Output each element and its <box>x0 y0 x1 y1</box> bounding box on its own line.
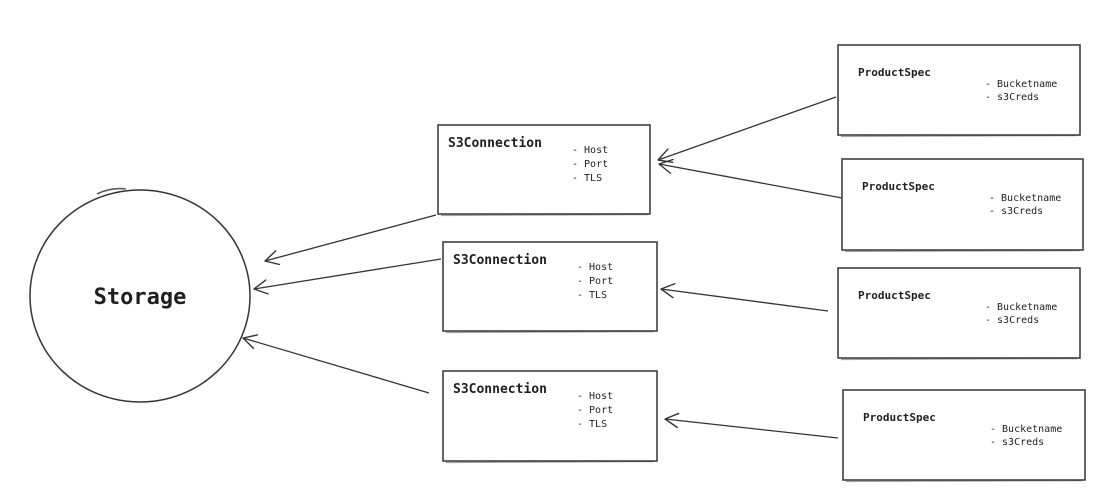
s3connection-1-field-tls: - TLS <box>572 173 602 184</box>
circle-sketch-tick <box>96 187 127 195</box>
s3connection-2-field-port: - Port <box>577 276 613 287</box>
arrow-productspec-4-to-s3connection-3 <box>664 412 839 439</box>
arrow-s3connection-2-to-storage <box>253 258 442 295</box>
productspec-3-box <box>837 267 1081 359</box>
s3connection-1-title: S3Connection <box>448 136 542 151</box>
s3connection-2-field-host: - Host <box>577 262 613 273</box>
storage-label: Storage <box>94 285 187 310</box>
s3connection-node-2: S3Connection - Host - Port - TLS <box>442 241 658 334</box>
productspec-2-sketch-line <box>844 250 1081 253</box>
productspec-node-3: ProductSpec - Bucketname - s3Creds <box>837 267 1081 361</box>
arrow-productspec-1-to-s3connection-1 <box>657 96 837 163</box>
s3connection-3-field-port: - Port <box>577 405 613 416</box>
s3connection-1-field-host: - Host <box>572 145 608 156</box>
s3connection-1-box <box>437 124 651 215</box>
productspec-1-sketch-line <box>840 135 1078 138</box>
productspec-node-2: ProductSpec - Bucketname - s3Creds <box>841 158 1084 253</box>
s3connection-3-field-host: - Host <box>577 391 613 402</box>
productspec-1-title: ProductSpec <box>858 66 931 79</box>
s3connection-3-field-tls: - TLS <box>577 419 607 430</box>
productspec-3-sketch-line <box>840 358 1078 361</box>
s3connection-node-3: S3Connection - Host - Port - TLS <box>442 370 658 464</box>
s3connection-1-sketch-line <box>440 214 649 217</box>
productspec-node-4: ProductSpec - Bucketname - s3Creds <box>842 389 1086 483</box>
s3connection-3-box <box>442 370 658 462</box>
productspec-4-field-bucketname: - Bucketname <box>990 424 1062 435</box>
s3connection-3-title: S3Connection <box>453 382 547 397</box>
arrow-productspec-3-to-s3connection-2 <box>660 283 829 312</box>
productspec-3-field-bucketname: - Bucketname <box>985 302 1057 313</box>
edges-s3-to-storage <box>242 214 442 394</box>
productspec-4-title: ProductSpec <box>863 411 936 424</box>
s3connection-2-field-tls: - TLS <box>577 290 607 301</box>
storage-circle <box>29 189 251 403</box>
productspec-3-field-s3creds: - s3Creds <box>985 315 1039 326</box>
arrow-productspec-2-to-s3connection-1 <box>658 158 843 199</box>
productspec-2-box <box>841 158 1084 251</box>
s3connection-2-box <box>442 241 658 332</box>
productspec-2-title: ProductSpec <box>862 180 935 193</box>
arrow-s3connection-3-to-storage <box>242 334 430 394</box>
arrow-s3connection-1-to-storage <box>264 214 437 266</box>
productspec-1-field-bucketname: - Bucketname <box>985 79 1057 90</box>
s3connection-3-sketch-line <box>445 461 655 464</box>
productspec-4-box <box>842 389 1086 481</box>
productspec-2-field-s3creds: - s3Creds <box>989 206 1043 217</box>
productspec-1-box <box>837 44 1081 136</box>
productspec-node-1: ProductSpec - Bucketname - s3Creds <box>837 44 1081 138</box>
s3connection-1-field-port: - Port <box>572 159 608 170</box>
productspec-3-title: ProductSpec <box>858 289 931 302</box>
edges-productspec-to-s3 <box>657 96 843 439</box>
s3connection-node-1: S3Connection - Host - Port - TLS <box>437 124 651 217</box>
productspec-4-field-s3creds: - s3Creds <box>990 437 1044 448</box>
s3connection-2-title: S3Connection <box>453 253 547 268</box>
productspec-2-field-bucketname: - Bucketname <box>989 193 1061 204</box>
storage-node: Storage <box>29 187 251 403</box>
productspec-4-sketch-line <box>845 480 1083 483</box>
s3connection-2-sketch-line <box>445 331 655 334</box>
productspec-1-field-s3creds: - s3Creds <box>985 92 1039 103</box>
